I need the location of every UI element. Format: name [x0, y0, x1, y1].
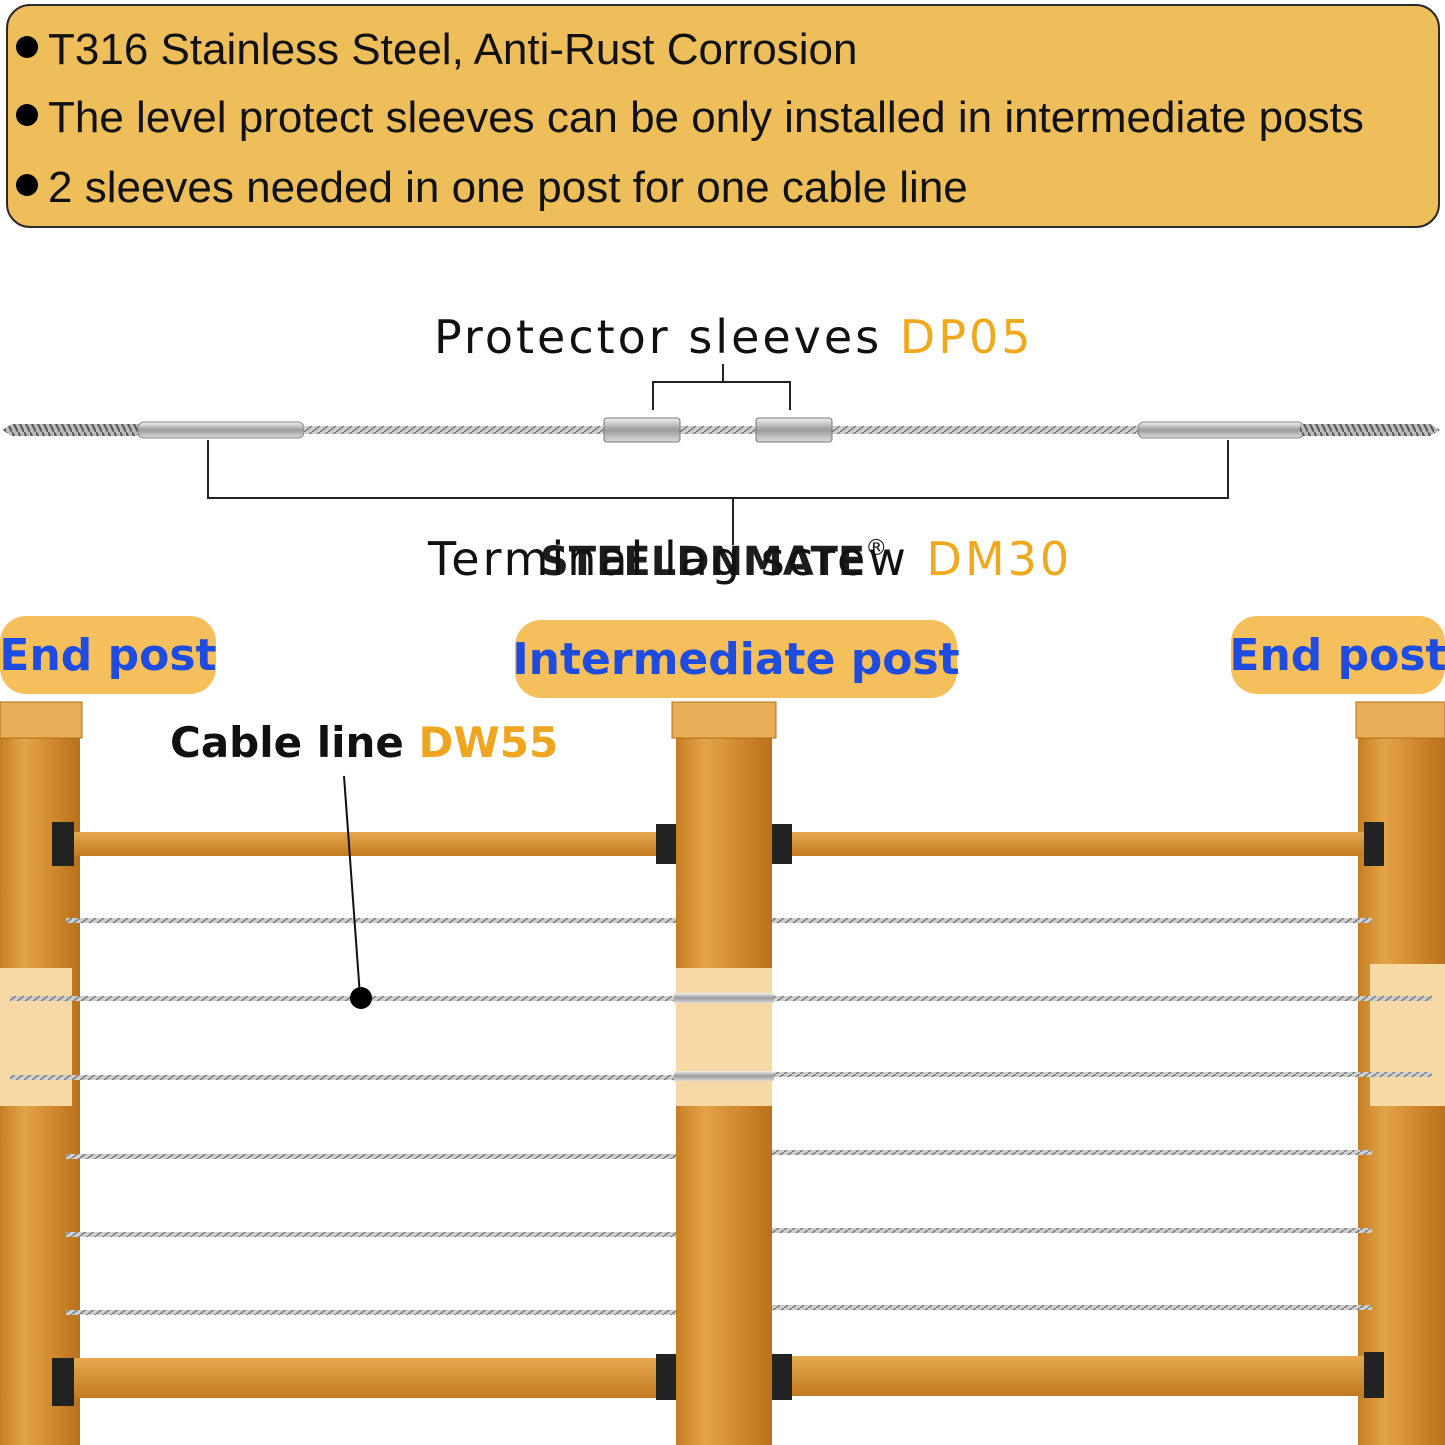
rail-brackets — [52, 822, 1384, 1406]
bullet-dot-icon — [16, 174, 38, 196]
sleeve-right — [755, 417, 833, 443]
cable-assembly — [2, 417, 1440, 443]
terminal-label: Terminal lag screw DM30 — [428, 532, 1073, 586]
protector-label: Protector sleeves DP05 — [434, 310, 1034, 364]
cable-code: DW55 — [418, 718, 559, 767]
cable-label: Cable line DW55 — [170, 718, 559, 767]
bullet-dot-icon — [16, 104, 38, 126]
feature-1: T316 Stainless Steel, Anti-Rust Corrosio… — [16, 28, 858, 72]
intermediate-post-label: Intermediate post — [512, 620, 960, 698]
bottom-rails — [70, 1356, 1364, 1398]
terminal-code: DM30 — [926, 532, 1073, 586]
top-rails — [70, 832, 1364, 856]
lag-screw-left — [2, 424, 140, 436]
feature-3: 2 sleeves needed in one post for one cab… — [16, 166, 968, 210]
fence-cables — [10, 918, 1432, 1315]
feature-2: The level protect sleeves can be only in… — [16, 96, 1364, 140]
brand-watermark: STEELDNMATE® — [540, 536, 888, 585]
sleeve-left — [603, 417, 681, 443]
end-post-right-label: End post — [1229, 616, 1445, 694]
end-post-left-label: End post — [0, 616, 217, 694]
protector-bracket — [652, 364, 791, 410]
terminal-bracket — [207, 440, 1229, 545]
left-end-post — [0, 701, 83, 1445]
bullet-dot-icon — [16, 36, 38, 58]
cable-callout-pointer — [343, 775, 372, 1009]
protector-code: DP05 — [899, 310, 1034, 364]
features-box: T316 Stainless Steel, Anti-Rust Corrosio… — [6, 4, 1440, 228]
cable-wire — [304, 426, 1142, 434]
terminal-right — [1137, 421, 1305, 439]
lag-screw-right — [1300, 424, 1440, 436]
terminal-left — [137, 421, 305, 439]
